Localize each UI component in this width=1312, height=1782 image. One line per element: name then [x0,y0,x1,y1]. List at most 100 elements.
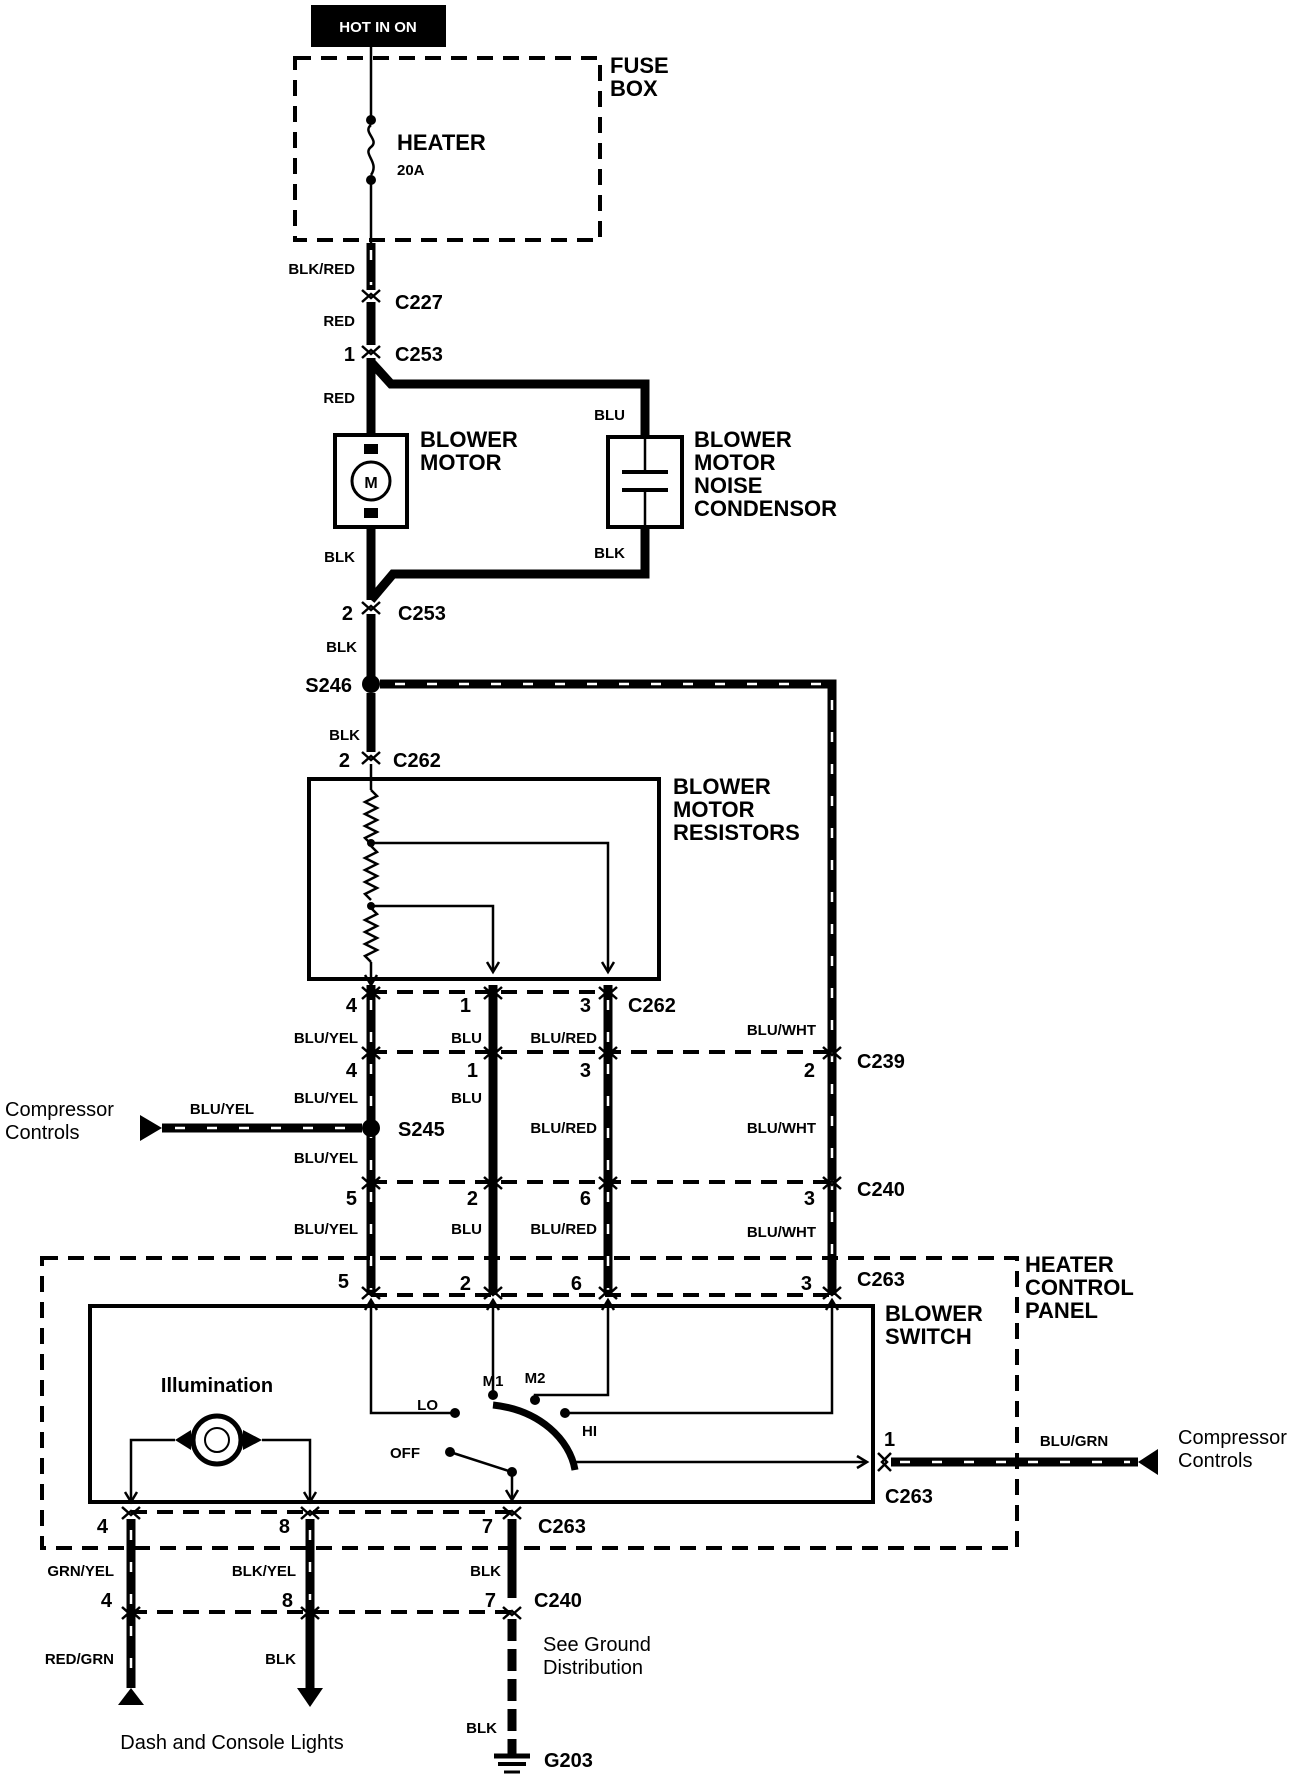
label-blu-1: BLU [594,407,625,424]
compressor-right-label-2: Controls [1178,1450,1252,1472]
c240-b-pin-7: 7 [485,1590,496,1612]
label-blu-wht-3: BLU/WHT [747,1224,816,1241]
s245-splice [362,1119,380,1137]
arrow-illum-right-icon [302,1491,318,1505]
fuse-element-icon [367,124,375,176]
resistors-label-3: RESISTORS [673,820,800,845]
hcp-label-3: PANEL [1025,1298,1098,1323]
label-blk-6: BLK [265,1651,296,1668]
ground-ref-label-2: Distribution [543,1657,643,1679]
c253-b-connector-icon [361,601,381,615]
wire-blk-condensor [367,527,650,603]
motor-brush-top [364,444,378,454]
c263-c-pin-7: 7 [482,1516,493,1538]
condensor-label-2: MOTOR [694,450,776,475]
compressor-right-arrow-icon [1138,1449,1158,1475]
hot-in-on-label: HOT IN ON [339,19,417,36]
contact-hi [560,1408,570,1418]
hcp-label-2: CONTROL [1025,1275,1134,1300]
label-blu-red-1: BLU/RED [530,1030,597,1047]
c239-pin-2: 2 [804,1060,815,1082]
resistors-label-2: MOTOR [673,797,755,822]
c263-a-label: C263 [857,1269,905,1291]
motor-brush-bottom [364,508,378,518]
c263-c-pin-8: 8 [279,1516,290,1538]
c263-c-label: C263 [538,1516,586,1538]
hot-in-on-box [311,5,446,47]
switch-pos-lo: LO [417,1397,438,1414]
c240-b-pin-4: 4 [101,1590,113,1612]
hcp-label-1: HEATER [1025,1252,1114,1277]
c263-pin-2-icon [483,1286,503,1300]
illum-wire-left [129,1438,175,1502]
label-blu-yel-5: BLU/YEL [294,1221,358,1238]
illumination-label: Illumination [161,1375,273,1397]
c262-a-pin: 2 [339,750,350,772]
label-blu-wht-1: BLU/WHT [747,1022,816,1039]
c263-a-pin-3: 3 [801,1273,812,1295]
blower-switch-label-2: SWITCH [885,1324,972,1349]
c263-pin-3-icon [822,1286,842,1300]
arrow-tap-1-icon [485,961,501,975]
c262-b-pin-4-icon [361,986,381,1000]
bulb-filament-icon [204,1427,230,1453]
c240-a-label: C240 [857,1179,905,1201]
label-blu-wht-2: BLU/WHT [747,1120,816,1137]
blower-switch-label-1: BLOWER [885,1301,983,1326]
ground-ref-label-1: See Ground [543,1634,651,1656]
c240-a-pin-3: 3 [804,1188,815,1210]
dash-lights-label: Dash and Console Lights [120,1732,343,1754]
c262-b-label: C262 [628,995,676,1017]
resistor-1-icon [362,789,380,845]
c253-b-pin: 2 [342,603,353,625]
blower-motor-label-1: BLOWER [420,427,518,452]
condensor-label-4: CONDENSOR [694,496,837,521]
c239-label: C239 [857,1051,905,1073]
switch-pos-hi: HI [582,1423,597,1440]
c239-pin-4: 4 [346,1060,358,1082]
label-red-1: RED [323,313,355,330]
c262-b-pin-3: 3 [580,995,591,1017]
switch-pos-m2: M2 [525,1370,546,1387]
label-blu-4: BLU [451,1221,482,1238]
label-blk-red: BLK/RED [288,261,355,278]
c239-pin-3: 3 [580,1060,591,1082]
label-blk-3: BLK [326,639,357,656]
illumination-bulb-icon [190,1413,244,1467]
c240-a-pin-3-icon [822,1176,842,1190]
c253-a-connector-icon [361,345,381,359]
label-blu-grn: BLU/GRN [1040,1433,1108,1450]
compressor-left-arrow-icon [140,1115,162,1141]
c239-pin-4-icon [361,1046,381,1060]
c240-a-pin-6: 6 [580,1188,591,1210]
label-blu-yel-4: BLU/YEL [294,1150,358,1167]
contact-lo [450,1408,460,1418]
c240-a-pin-5-icon [361,1176,381,1190]
compressor-left-label-1: Compressor [5,1099,114,1121]
label-blk-1: BLK [324,549,355,566]
wire-blu-to-condensor [367,358,650,437]
c227-connector-icon [361,289,381,303]
blower-switch-box [88,1304,875,1504]
label-grn-yel: GRN/YEL [47,1563,114,1580]
arrow-ground-icon [504,1489,520,1503]
c263-pin-7-icon [502,1506,522,1520]
label-blu-red-2: BLU/RED [530,1120,597,1137]
bulb-terminal-right-icon [243,1430,262,1450]
c253-a-pin: 1 [344,344,355,366]
s245-label: S245 [398,1119,445,1141]
c263-a-pin-5: 5 [338,1271,349,1293]
c240-b-pin-7-icon [502,1606,522,1620]
compressor-right-label-1: Compressor [1178,1427,1287,1449]
c263-a-pin-6: 6 [571,1273,582,1295]
c263-pin-1-icon [877,1452,892,1472]
c263-a-pin-2: 2 [460,1273,471,1295]
label-blu-yel-2: BLU/YEL [294,1090,358,1107]
label-blu-yel-3: BLU/YEL [190,1101,254,1118]
contact-m2 [530,1395,540,1405]
resistor-3-icon [362,907,380,963]
c240-b-pin-8: 8 [282,1590,293,1612]
fuse-name: HEATER [397,130,486,155]
